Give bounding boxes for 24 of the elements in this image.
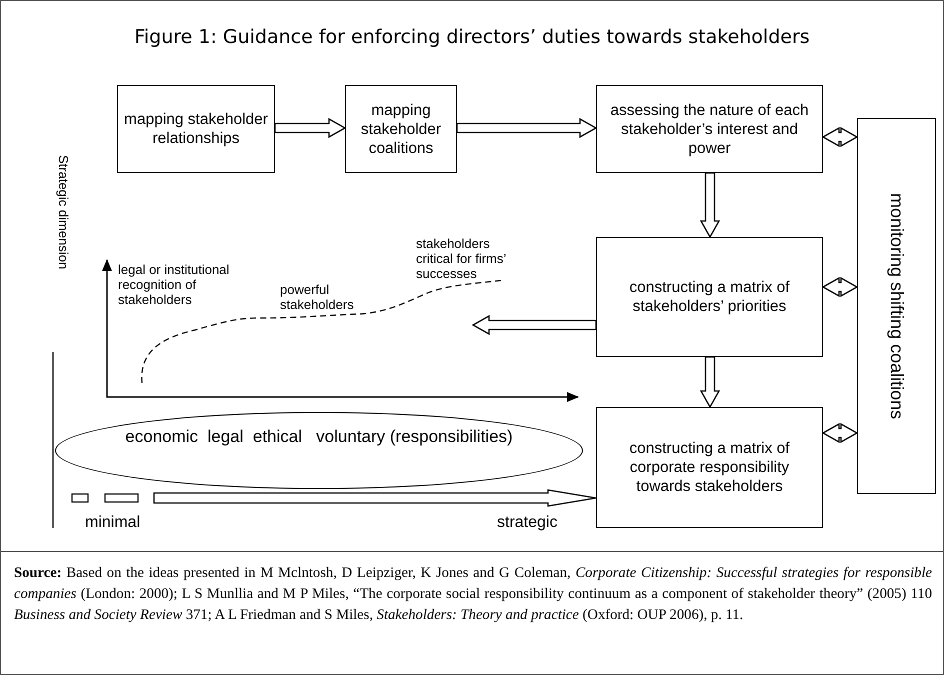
annotation-text: legal or institutional recognition of stakeholders [118,262,230,307]
axis-label: Strategic dimension [56,155,71,270]
block-arrow [822,126,858,148]
axis-label: strategic [497,514,558,532]
annotation-text: stakeholders critical for firms’ successes [416,236,507,281]
block-arrow [456,118,598,138]
block-arrow [274,118,346,138]
block-arrow [822,276,858,298]
figure-title: Figure 1: Guidance for enforcing directors’ duties towards stakeholders [133,26,811,48]
process-box: mapping stakeholder relationships [117,85,275,173]
process-box: mapping stakeholder coalitions [345,85,457,173]
process-box: assessing the nature of each stakeholder’s interest and power [596,85,823,173]
annotation-text: powerful stakeholders [280,282,355,312]
process-box: monitoring shifting coalitions [857,118,936,494]
block-arrow [700,356,720,408]
block-arrow [822,422,858,444]
process-box: constructing a matrix of corporate responsibility towards stakeholders [596,407,823,528]
process-box: constructing a matrix of stakeholders’ priorities [596,237,823,357]
axis-label: minimal [85,514,142,532]
source-note: Source: Based on the ideas presented in M Mclntosh, D Leipziger, K Jones and G Coleman, Corporate Citizenship: Successful strategies for responsible companies (London: 2000); L S Munllia and M P Miles, “The corporate social responsibility continuum as a component of stakeholder theory” (2005) 110 Business and Society Review 371; A L Friedman and S Miles, Stakeholders: Theory and practice (Oxford: OUP 2006), p. 11. [14,564,932,625]
block-arrow [472,314,597,336]
responsibility-ellipse: economic legal ethical voluntary (responsibilities) [55,412,583,489]
block-arrow [700,172,720,238]
block-arrow [153,489,597,507]
